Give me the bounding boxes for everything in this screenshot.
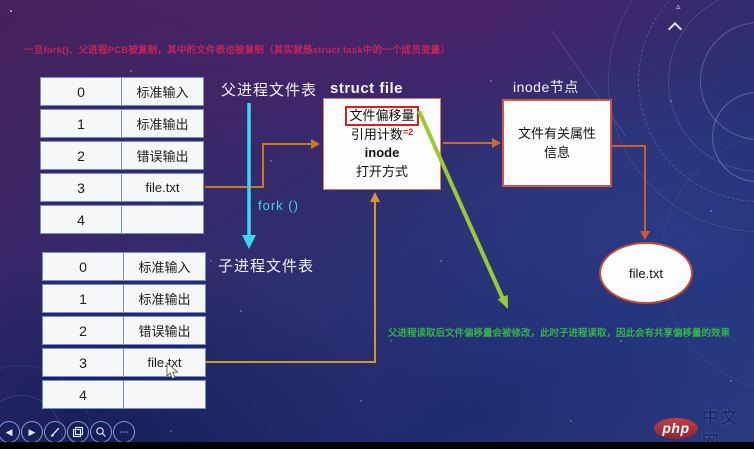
- parent-table-title: 父进程文件表: [221, 82, 318, 99]
- entry-cell: 标准输入: [122, 77, 204, 106]
- decor-ring: [712, 92, 754, 182]
- fd-cell: 0: [42, 252, 124, 281]
- arrowhead: [311, 139, 320, 149]
- prev-slide-button[interactable]: ◀: [0, 421, 20, 443]
- file-node-ellipse: file.txt: [599, 242, 693, 304]
- table-row: 0 标准输入: [40, 77, 204, 106]
- refcount-field: 引用计数=2: [351, 126, 413, 145]
- mouse-cursor: [166, 362, 179, 380]
- annotation-bottom: 父进程读取后文件偏移量会被修改，此时子进程读取，因此会有共享偏移量的效果: [388, 328, 731, 339]
- table-row: 2 错误输出: [40, 141, 204, 170]
- child-file-table: 0 标准输入 1 标准输出 2 错误输出 3 file.txt 4: [42, 252, 206, 409]
- arrowhead: [640, 231, 650, 240]
- entry-cell: 错误输出: [124, 316, 206, 345]
- table-row: 2 错误输出: [42, 316, 206, 345]
- fd-cell: 2: [42, 316, 124, 345]
- pen-icon: [50, 427, 60, 437]
- arrowhead: [497, 294, 508, 309]
- zoom-button[interactable]: [90, 421, 112, 443]
- table-row: 0 标准输入: [42, 252, 206, 281]
- prev-icon: ◀: [5, 426, 13, 437]
- struct-file-label: struct file: [330, 80, 404, 97]
- inode-field: inode: [364, 145, 400, 161]
- entry-cell: 标准输出: [124, 284, 206, 313]
- fd-cell: 1: [42, 284, 124, 313]
- slides-icon: [72, 426, 84, 438]
- parent-to-structfile-arrow: [205, 143, 314, 188]
- inode-attributes-box: 文件有关属性信息: [502, 99, 612, 187]
- pen-tool-button[interactable]: [44, 421, 66, 443]
- inode-to-file-arrow: [612, 145, 646, 234]
- table-row: 4: [42, 380, 206, 409]
- entry-cell: 标准输入: [124, 252, 206, 281]
- arrowhead: [370, 192, 380, 202]
- chevron-decor-icon: [667, 21, 683, 37]
- table-row: 4: [40, 205, 204, 234]
- struct-file-box: 文件偏移量 引用计数=2 inode 打开方式: [323, 98, 441, 190]
- decor-ring: [668, 0, 754, 172]
- refcount-label: 引用计数: [350, 126, 403, 142]
- next-icon: ▶: [28, 426, 36, 437]
- player-controls: ◀ ▶ ⋯: [0, 421, 135, 443]
- decor-ring: [608, 0, 754, 232]
- entry-cell: [122, 205, 204, 234]
- entry-cell: file.txt: [124, 348, 206, 377]
- table-row: 1 标准输出: [42, 284, 206, 313]
- parent-file-table: 0 标准输入 1 标准输出 2 错误输出 3 file.txt 4: [40, 77, 204, 234]
- magnifier-icon: [96, 427, 106, 437]
- fd-cell: 2: [40, 141, 122, 170]
- fd-cell: 3: [42, 348, 124, 377]
- slides-overview-button[interactable]: [67, 421, 89, 443]
- php-logo: php: [654, 417, 698, 439]
- entry-cell: 标准输出: [122, 109, 204, 138]
- file-offset-field: 文件偏移量: [345, 105, 419, 126]
- table-row: 1 标准输出: [40, 109, 204, 138]
- fd-cell: 0: [40, 77, 122, 106]
- fd-cell: 3: [40, 173, 122, 202]
- ellipsis-icon: ⋯: [119, 426, 129, 437]
- arrowhead: [242, 235, 256, 249]
- entry-cell: 错误输出: [122, 141, 204, 170]
- next-slide-button[interactable]: ▶: [21, 421, 43, 443]
- refcount-value: =2: [402, 126, 414, 137]
- entry-cell: [124, 380, 206, 409]
- fork-label: fork (): [258, 198, 299, 213]
- table-row: 3 file.txt: [42, 348, 206, 377]
- fd-cell: 4: [40, 205, 122, 234]
- table-row: 3 file.txt: [40, 173, 204, 202]
- star-dots: [10, 10, 12, 12]
- annotation-top: 一旦fork()、父进程PCB被复制，其中的文件表也被复制（其实就是struct…: [24, 45, 451, 56]
- child-table-title: 子进程文件表: [218, 258, 315, 275]
- decor-ring: [638, 0, 754, 202]
- inode-node-label: inode节点: [513, 79, 579, 95]
- arrowhead: [492, 138, 501, 148]
- fd-cell: 1: [40, 109, 122, 138]
- child-to-structfile-arrow: [205, 198, 376, 363]
- fd-cell: 4: [42, 380, 124, 409]
- more-options-button[interactable]: ⋯: [113, 421, 135, 443]
- letterbox-bar: [0, 442, 754, 449]
- triangle-decor-icon: ▵: [676, 1, 681, 11]
- watermark: php 中文网: [654, 403, 754, 449]
- open-mode-field: 打开方式: [355, 164, 408, 180]
- entry-cell: file.txt: [122, 173, 204, 202]
- decor-ring: [700, 22, 754, 140]
